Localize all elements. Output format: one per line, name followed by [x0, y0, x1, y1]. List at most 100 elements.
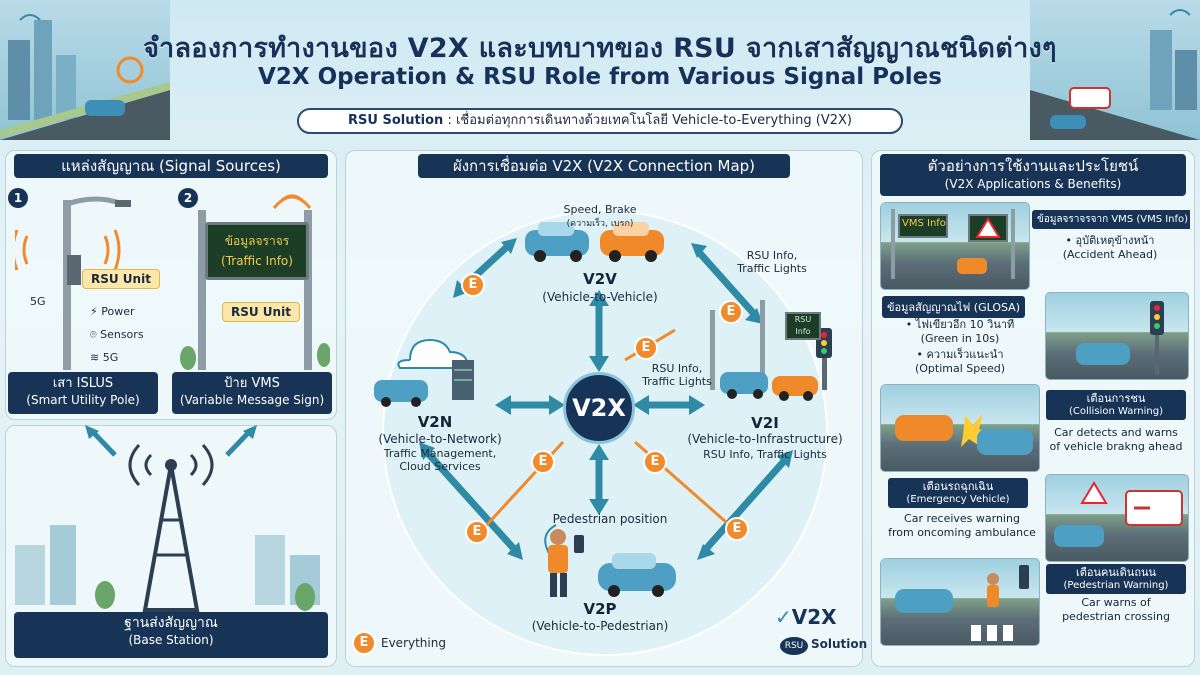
pole2-name-en: (Variable Message Sign) — [179, 393, 325, 407]
city-skyline-icon — [0, 14, 170, 140]
e-badge-v2p-left: E — [465, 520, 489, 544]
connection-map-heading: ผังการเชื่อมต่อ V2X (V2X Connection Map) — [418, 154, 790, 178]
e-badge-v2i-mid: E — [634, 336, 658, 360]
signal-sources-heading: แหล่งสัญญาณ (Signal Sources) — [14, 154, 328, 178]
v2n-title: V2N — [417, 413, 453, 431]
feature-5g: ≋ 5G — [90, 351, 119, 364]
card-vms-info: VMS Info ข้อมูลจราจรจาก VMS (VMS Info) •… — [880, 202, 1190, 292]
v2p-subtitle: (Vehicle-to-Pedestrian) — [531, 619, 669, 633]
card4-line1: Car receives warning — [904, 512, 1020, 525]
pole1-number: 1 — [8, 188, 28, 208]
v2n-desc2: Cloud Services — [399, 460, 481, 473]
card4-tag: เตือนรถฉุกเฉิน (Emergency Vehicle) — [888, 478, 1028, 508]
v2v-label-th: (ความเร็ว, เบรก) — [566, 219, 634, 229]
vms-sign-line2: (Traffic Info) — [221, 254, 293, 268]
v2i-top-label2: Traffic Lights — [737, 262, 807, 275]
legend-e-badge: E — [352, 631, 376, 655]
pedestrian-crossing-icon — [895, 565, 1029, 641]
page-title-en: V2X Operation & RSU Role from Various Si… — [258, 64, 942, 90]
v2i-mid-label2: Traffic Lights — [642, 375, 712, 388]
v2i-top-label1: RSU Info, — [746, 249, 798, 262]
card-pedestrian: เตือนคนเดินถนน (Pedestrian Warning) Car … — [880, 558, 1190, 648]
base-name-th: ฐานส่งสัญญาณ — [124, 615, 218, 631]
feature-sensors: ⌾ Sensors — [90, 328, 144, 341]
pole1-rsu-tag: RSU Unit — [82, 269, 160, 289]
vms-sign-line1: ข้อมูลจราจร — [224, 234, 290, 248]
card-glosa: ข้อมูลสัญญาณไฟ (GLOSA) • ไฟเขียวอีก 10 ว… — [880, 292, 1190, 382]
pole1-label: เสา ISLUS (Smart Utility Pole) — [8, 372, 158, 414]
card2-tag: ข้อมูลสัญญาณไฟ (GLOSA) — [882, 296, 1025, 318]
card2-line3: • ความเร็วแนะนำ — [916, 348, 1004, 361]
pole2-rsu-tag: RSU Unit — [222, 302, 300, 322]
card1-line2: (Accident Ahead) — [1062, 248, 1158, 261]
rsu-solution-banner: RSU Solution : เชื่อมต่อทุกการเดินทางด้ว… — [297, 108, 903, 134]
card2-line2: (Green in 10s) — [920, 332, 1000, 345]
pole1-5g-label: 5G — [30, 295, 46, 308]
card4-line2: from oncoming ambulance — [888, 526, 1036, 539]
card-emergency: เตือนรถฉุกเฉิน (Emergency Vehicle) Car r… — [880, 474, 1190, 564]
v2v-subtitle: (Vehicle-to-Vehicle) — [542, 290, 658, 304]
traffic-light-car-icon — [1076, 301, 1164, 375]
vms-sign: ข้อมูลจราจร (Traffic Info) — [205, 222, 309, 280]
base-station-label: ฐานส่งสัญญาณ (Base Station) — [14, 612, 328, 658]
v2v-title: V2V — [583, 270, 617, 288]
applications-heading-en: (V2X Applications & Benefits) — [944, 177, 1122, 191]
ambulance-scene-image — [1045, 474, 1189, 562]
smart-pole-icon — [15, 196, 131, 370]
pole1-name-th: เสา ISLUS — [52, 376, 114, 391]
vms-gantry-icon — [180, 194, 330, 370]
card5-tag: เตือนคนเดินถนน (Pedestrian Warning) — [1046, 564, 1186, 594]
card3-tag: เตือนการชน (Collision Warning) — [1046, 390, 1186, 420]
card2-line1: • ไฟเขียวอีก 10 วินาที — [905, 318, 1015, 331]
v2n-subtitle: (Vehicle-to-Network) — [378, 432, 502, 446]
wifi-icon: ≋ — [90, 351, 103, 364]
banner-text: เชื่อมต่อทุกการเดินทางด้วยเทคโนโลยี Vehi… — [455, 113, 852, 128]
v2v-label: Speed, Brake — [563, 203, 637, 216]
pole2-label: ป้าย VMS (Variable Message Sign) — [172, 372, 332, 414]
banner-label: RSU Solution — [348, 113, 444, 128]
legend-text: Everything — [381, 636, 446, 650]
e-badge-center-right: E — [643, 450, 667, 474]
card5-line1: Car warns of — [1081, 596, 1151, 609]
v2i-mid-label1: RSU Info, — [651, 362, 703, 375]
pole2-number: 2 — [178, 188, 198, 208]
card5-line2: pedestrian crossing — [1062, 610, 1170, 623]
feature-power: ⚡ Power — [90, 305, 135, 318]
rsu-logo-badge: RSU — [780, 637, 808, 655]
v2x-logo-icon: ✓ — [775, 605, 792, 629]
ambulance-warning-icon — [1054, 481, 1183, 547]
city-illustration-left — [0, 0, 170, 140]
v2i-desc: RSU Info, Traffic Lights — [703, 448, 827, 461]
card3-line2: of vehicle brakng ahead — [1049, 440, 1183, 453]
cloud-server-icon — [374, 338, 474, 407]
base-name-en: (Base Station) — [128, 633, 214, 647]
v2v-cars-icon — [525, 222, 664, 262]
vms-info-sign: VMS Info — [902, 218, 946, 229]
v2n-desc1: Traffic Management, — [383, 447, 497, 460]
v2p-label: Pedestrian position — [552, 512, 668, 526]
v2i-infrastructure-icon — [710, 300, 832, 401]
card2-line4: (Optimal Speed) — [914, 362, 1006, 375]
banner-separator: : — [443, 113, 456, 128]
v2x-core: V2X — [563, 372, 635, 444]
city-illustration-right — [1030, 0, 1200, 140]
v2p-title: V2P — [583, 600, 617, 618]
e-badge-v2i-top: E — [719, 300, 743, 324]
card1-tag: ข้อมูลจราจรจาก VMS (VMS Info) — [1032, 210, 1190, 229]
location-pin-icon: ⌾ — [90, 328, 101, 341]
collision-scene-image — [880, 384, 1040, 472]
pole1-name-en: (Smart Utility Pole) — [26, 393, 140, 407]
applications-heading: ตัวอย่างการใช้งานและประโยชน์ (V2X Applic… — [880, 154, 1186, 196]
v2x-logo: ✓V2X — [775, 605, 837, 629]
pedestrian-scene-image — [880, 558, 1040, 646]
card3-line1: Car detects and warns — [1054, 426, 1178, 439]
city-road-icon — [1030, 9, 1200, 140]
applications-heading-th: ตัวอย่างการใช้งานและประโยชน์ — [927, 157, 1139, 175]
vms-gantry-warning-icon — [891, 209, 1015, 279]
card1-line1: • อุบัติเหตุข้างหน้า — [1065, 234, 1155, 247]
collision-cars-icon — [895, 413, 1033, 455]
base-station-illustration — [15, 425, 320, 612]
power-icon: ⚡ — [90, 305, 102, 318]
v2p-pedestrian-car-icon — [548, 529, 676, 597]
